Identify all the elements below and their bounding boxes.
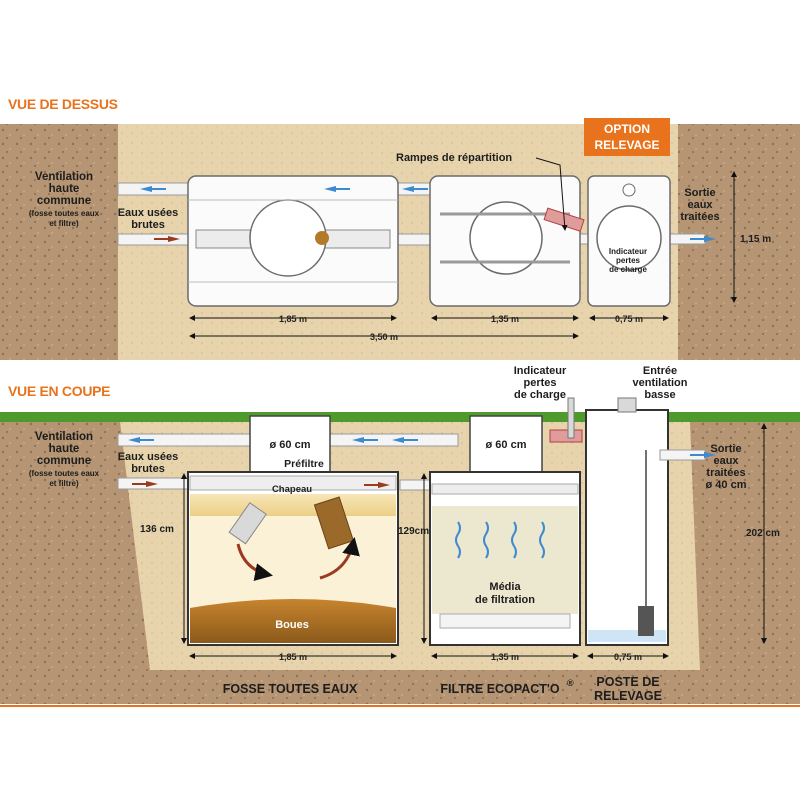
dim-filtre-section-label: 1,35 m — [491, 652, 519, 662]
grass-line — [0, 412, 800, 422]
top-view: OPTION RELEVAGE Rampes de répartition Ve… — [0, 118, 800, 360]
dim-total-top-label: 3,50 m — [370, 332, 398, 342]
caption-fosse: FOSSE TOUTES EAUX — [223, 682, 358, 696]
option-badge — [584, 118, 670, 156]
svg-text:traitées: traitées — [680, 211, 719, 223]
top-eaux-usees-label: Eaux usées brutes — [118, 207, 179, 231]
bottom-rule — [0, 705, 800, 707]
section-entree-label: Entrée ventilation basse — [632, 365, 687, 401]
svg-text:brutes: brutes — [131, 219, 165, 231]
svg-text:pertes: pertes — [616, 256, 641, 265]
svg-text:Entrée: Entrée — [643, 365, 677, 377]
poste-section — [567, 397, 706, 646]
fosse-top — [187, 175, 399, 307]
svg-text:Eaux usées: Eaux usées — [118, 451, 179, 463]
cross-section-title: VUE EN COUPE — [8, 383, 111, 399]
svg-text:pertes: pertes — [523, 377, 556, 389]
filtre-diameter-label: ø 60 cm — [486, 439, 527, 451]
media-label-2: de filtration — [475, 594, 535, 606]
rampes-pointer — [535, 157, 568, 231]
flow-arrows-top — [140, 186, 716, 242]
dim-poste-top-label: 0,75 m — [615, 314, 643, 324]
dim-fosse-top-label: 1,85 m — [279, 314, 307, 324]
svg-text:traitées: traitées — [706, 467, 745, 479]
svg-text:ø 40 cm: ø 40 cm — [706, 479, 747, 491]
section-indicateur-label: Indicateur pertes de charge — [514, 365, 567, 401]
svg-text:haute: haute — [49, 443, 80, 455]
option-badge-line-1: OPTION — [604, 122, 650, 136]
svg-text:haute: haute — [49, 183, 80, 195]
svg-text:brutes: brutes — [131, 463, 165, 475]
caption-poste-1: POSTE DE — [596, 675, 659, 689]
svg-text:basse: basse — [644, 389, 675, 401]
caption-poste-2: RELEVAGE — [594, 689, 662, 703]
svg-text:commune: commune — [37, 455, 91, 467]
option-badge-line-2: RELEVAGE — [594, 138, 659, 152]
svg-text:de charge: de charge — [609, 265, 647, 274]
rampes-label: Rampes de répartition — [396, 152, 512, 164]
svg-text:et filtre): et filtre) — [49, 219, 79, 228]
svg-text:Indicateur: Indicateur — [514, 365, 567, 377]
svg-text:Sortie: Sortie — [710, 443, 741, 455]
dim-poste-section-label: 0,75 m — [614, 652, 642, 662]
svg-text:Ventilation: Ventilation — [35, 171, 93, 183]
chapeau-label: Chapeau — [272, 484, 312, 495]
svg-text:Ventilation: Ventilation — [35, 431, 93, 443]
flow-arrows-section — [128, 437, 716, 458]
poste-top — [587, 175, 671, 307]
svg-text:de charge: de charge — [514, 389, 566, 401]
top-ventilation-label: Ventilation haute commune (fosse toutes … — [29, 171, 100, 228]
filtre-section — [429, 415, 583, 646]
cross-section: Ventilation haute commune (fosse toutes … — [0, 365, 800, 704]
top-indicateur-label: Indicateur pertes de charge — [609, 247, 648, 274]
fosse-section — [187, 415, 399, 646]
top-view-title: VUE DE DESSUS — [8, 96, 118, 112]
section-eaux-usees-label: Eaux usées brutes — [118, 451, 179, 475]
caption-filtre: FILTRE ECOPACT'O — [440, 682, 559, 696]
dim-filtre-top-label: 1,35 m — [491, 314, 519, 324]
svg-text:Indicateur: Indicateur — [609, 247, 647, 256]
svg-text:et filtre): et filtre) — [49, 479, 79, 488]
section-ventilation-label: Ventilation haute commune (fosse toutes … — [29, 431, 100, 488]
svg-text:Sortie: Sortie — [684, 187, 715, 199]
caption-filtre-mark: ® — [567, 678, 574, 688]
brown-arrows-top — [154, 236, 180, 242]
svg-text:ventilation: ventilation — [632, 377, 687, 389]
svg-text:Eaux usées: Eaux usées — [118, 207, 179, 219]
height-top-label: 1,15 m — [740, 234, 771, 245]
height-fosse-label: 136 cm — [140, 524, 174, 535]
media-label-1: Média — [489, 581, 521, 593]
brown-arrows-section — [132, 481, 390, 488]
fosse-diameter-label: ø 60 cm — [270, 439, 311, 451]
svg-text:commune: commune — [37, 195, 91, 207]
height-filtre-label: 129cm — [398, 526, 429, 537]
section-sortie-label: Sortie eaux traitées ø 40 cm — [706, 443, 747, 491]
svg-text:eaux: eaux — [687, 199, 713, 211]
svg-text:(fosse toutes eaux: (fosse toutes eaux — [29, 209, 100, 218]
height-total-label: 202 cm — [746, 528, 780, 539]
svg-text:(fosse toutes eaux: (fosse toutes eaux — [29, 469, 100, 478]
dim-fosse-section-label: 1,85 m — [279, 652, 307, 662]
inflow-pipe-section — [117, 477, 199, 490]
filtre-top — [429, 175, 585, 307]
svg-text:eaux: eaux — [713, 455, 739, 467]
boues-label: Boues — [275, 619, 309, 631]
top-sortie-label: Sortie eaux traitées — [680, 187, 719, 223]
prefiltre-label: Préfiltre — [284, 458, 324, 470]
